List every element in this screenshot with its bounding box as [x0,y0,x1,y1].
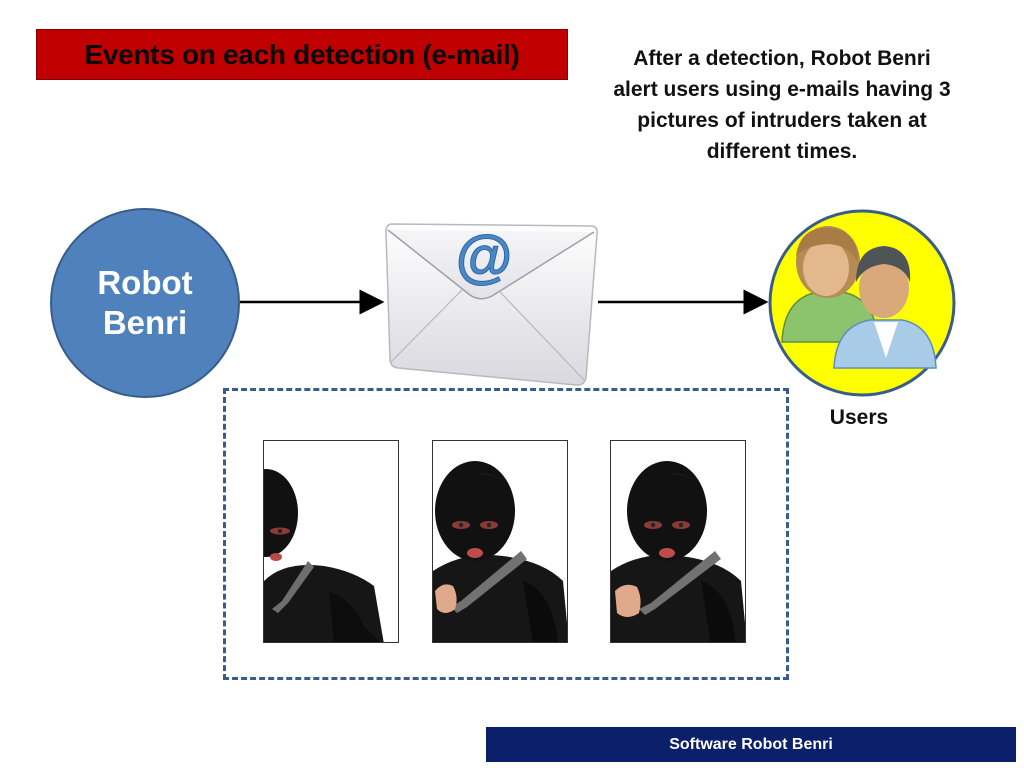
robot-benri-node: Robot Benri [50,208,240,398]
description-text: After a detection, Robot Benri alert use… [613,47,951,163]
svg-text:@: @ [456,224,513,289]
intruder-photo-2 [432,440,568,643]
intruder-photo-1 [263,440,399,643]
footer-bar: Software Robot Benri [486,727,1016,762]
title-banner: Events on each detection (e-mail) [36,29,568,80]
footer-text: Software Robot Benri [669,735,833,753]
users-label: Users [829,406,889,429]
pictures-frame [223,388,789,680]
page-title: Events on each detection (e-mail) [84,38,520,70]
users-icon [768,209,956,397]
intruder-photo-3 [610,440,746,643]
robot-benri-label: Robot Benri [97,264,193,341]
email-envelope-icon: @ [385,223,598,386]
